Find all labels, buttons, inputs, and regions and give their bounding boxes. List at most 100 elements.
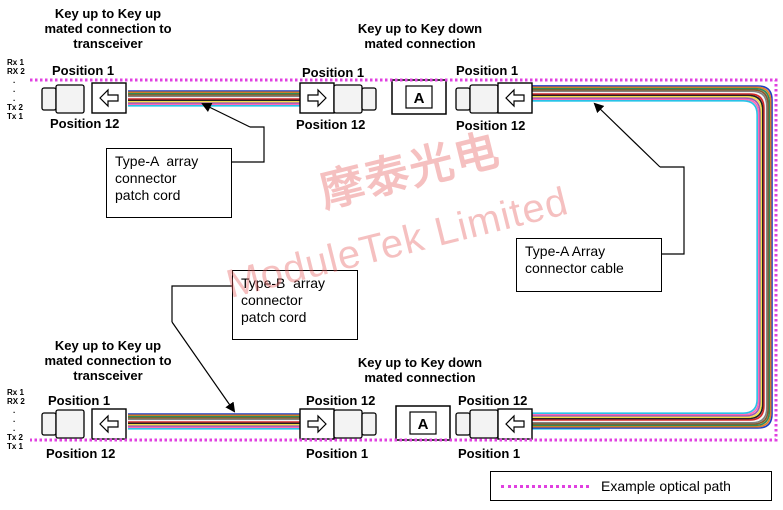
mpo-tip (455, 412, 471, 436)
top-center-heading: Key up to Key down mated connection (340, 21, 500, 51)
callout-line: connector (241, 292, 303, 308)
pin-label: Tx 2 (7, 433, 24, 442)
cable-fiber (528, 85, 773, 429)
pin-label: . (13, 415, 16, 424)
top-right-position-1: Position 1 (456, 63, 519, 78)
key-arrow-icon (505, 88, 525, 108)
cable-fiber (528, 87, 771, 427)
top-right-position-12: Position 12 (456, 118, 526, 133)
mpo-ferrule (469, 84, 499, 114)
mpo-ferrule (333, 409, 363, 439)
heading-line: Key up to Key up (54, 6, 162, 21)
heading-line: mated connection to (44, 353, 172, 368)
bottom-left-heading: Key up to Key up mated connection to tra… (20, 338, 196, 383)
callout-line: Type-A Array (525, 243, 606, 259)
cable-fiber (528, 97, 761, 417)
pin-label: . (13, 76, 16, 85)
pin-label: Rx 1 (7, 58, 24, 67)
pin-label: Tx 1 (7, 442, 24, 451)
callout-line: connector cable (525, 260, 624, 276)
transceiver-ferrule (41, 87, 57, 111)
callout-line: patch cord (241, 309, 307, 325)
pin-label: Rx 1 (7, 388, 24, 397)
top-left-heading: Key up to Key up mated connection to tra… (20, 6, 196, 51)
type-a-cord-leader (232, 126, 265, 163)
bottom-left-position-12: Position 12 (46, 446, 116, 461)
cable-fiber (528, 86, 772, 428)
bottom-center-heading: Key up to Key down mated connection (340, 355, 500, 385)
pin-label: RX 2 (7, 67, 25, 76)
key-arrow-icon (307, 88, 327, 108)
transceiver-ferrule (41, 412, 57, 436)
mpo-connector (91, 82, 127, 114)
legend-swatch (501, 485, 589, 488)
type-b-cord-leader (171, 285, 232, 322)
type-a-cord-arrow (201, 103, 251, 128)
adapter-key (405, 85, 433, 109)
cable-fiber (528, 96, 762, 418)
callout-line: patch cord (115, 187, 181, 203)
mpo-connector (91, 408, 127, 440)
top-left-position-1: Position 1 (52, 63, 115, 78)
type-a-cable-arrow (593, 102, 661, 168)
cable-fiber (528, 91, 767, 423)
bottom-mid-position-12: Position 12 (306, 393, 376, 408)
transceiver-body (55, 84, 85, 114)
callout-line: Type-A array (115, 153, 199, 169)
bottom-mid-position-1: Position 1 (306, 446, 369, 461)
callout-leaders (171, 102, 685, 413)
pin-label: RX 2 (7, 397, 25, 406)
pin-label: . (13, 406, 16, 415)
pin-label: Tx 2 (7, 103, 24, 112)
mpo-connector (497, 408, 533, 440)
bottom-left-position-1: Position 1 (48, 393, 111, 408)
adapter-label: A (414, 90, 425, 107)
mpo-ferrule (333, 84, 363, 114)
type-b-cord-arrow (171, 321, 236, 413)
optical-path (30, 78, 778, 442)
type-a-cord-callout: Type-A array connector patch cord (106, 148, 232, 218)
top-pin-labels: Rx 1 RX 2 . . . Tx 2 Tx 1 (7, 58, 25, 121)
cable-fiber (528, 100, 758, 414)
adapter-key (409, 411, 437, 435)
callout-line: Type-B array (241, 275, 326, 291)
bottom-pin-labels: Rx 1 RX 2 . . . Tx 2 Tx 1 (7, 388, 25, 451)
callout-line: connector (115, 170, 177, 186)
cable-fiber (528, 90, 768, 424)
pin-label: . (13, 94, 16, 103)
legend: Example optical path (490, 471, 772, 501)
key-arrow-icon (99, 414, 119, 434)
top-mid-position-1: Position 1 (302, 65, 365, 80)
cable-fiber (528, 94, 764, 420)
heading-line: mated connection (364, 370, 476, 385)
adapter-label: A (418, 416, 429, 433)
type-b-cord-callout: Type-B array connector patch cord (232, 270, 358, 340)
type-a-cable-leader (660, 166, 685, 255)
type-a-cable-callout: Type-A Array connector cable (516, 238, 662, 292)
key-arrow-icon (99, 88, 119, 108)
transceiver-body (55, 409, 85, 439)
cable-fiber (528, 98, 760, 416)
bottom-right-position-12: Position 12 (458, 393, 528, 408)
pin-label: . (13, 85, 16, 94)
bottom-right-position-1: Position 1 (458, 446, 521, 461)
heading-line: Key up to Key down (357, 21, 483, 36)
heading-line: mated connection to (44, 21, 172, 36)
cable-fiber (528, 93, 765, 421)
mpo-tip (361, 412, 377, 436)
mpo-ferrule (469, 409, 499, 439)
example-optical-path (30, 78, 778, 442)
mpo-tip (361, 87, 377, 111)
pin-label: Tx 1 (7, 112, 24, 121)
key-arrow-icon (307, 414, 327, 434)
top-mid-position-12: Position 12 (296, 117, 366, 132)
connectors: AA (41, 79, 533, 441)
cable-fiber (528, 89, 769, 425)
top-left-position-12: Position 12 (50, 116, 120, 131)
legend-label: Example optical path (601, 478, 731, 494)
heading-line: Key up to Key up (54, 338, 162, 353)
heading-line: mated connection (364, 36, 476, 51)
mpo-tip (455, 87, 471, 111)
fiber-ribbons (128, 85, 773, 430)
